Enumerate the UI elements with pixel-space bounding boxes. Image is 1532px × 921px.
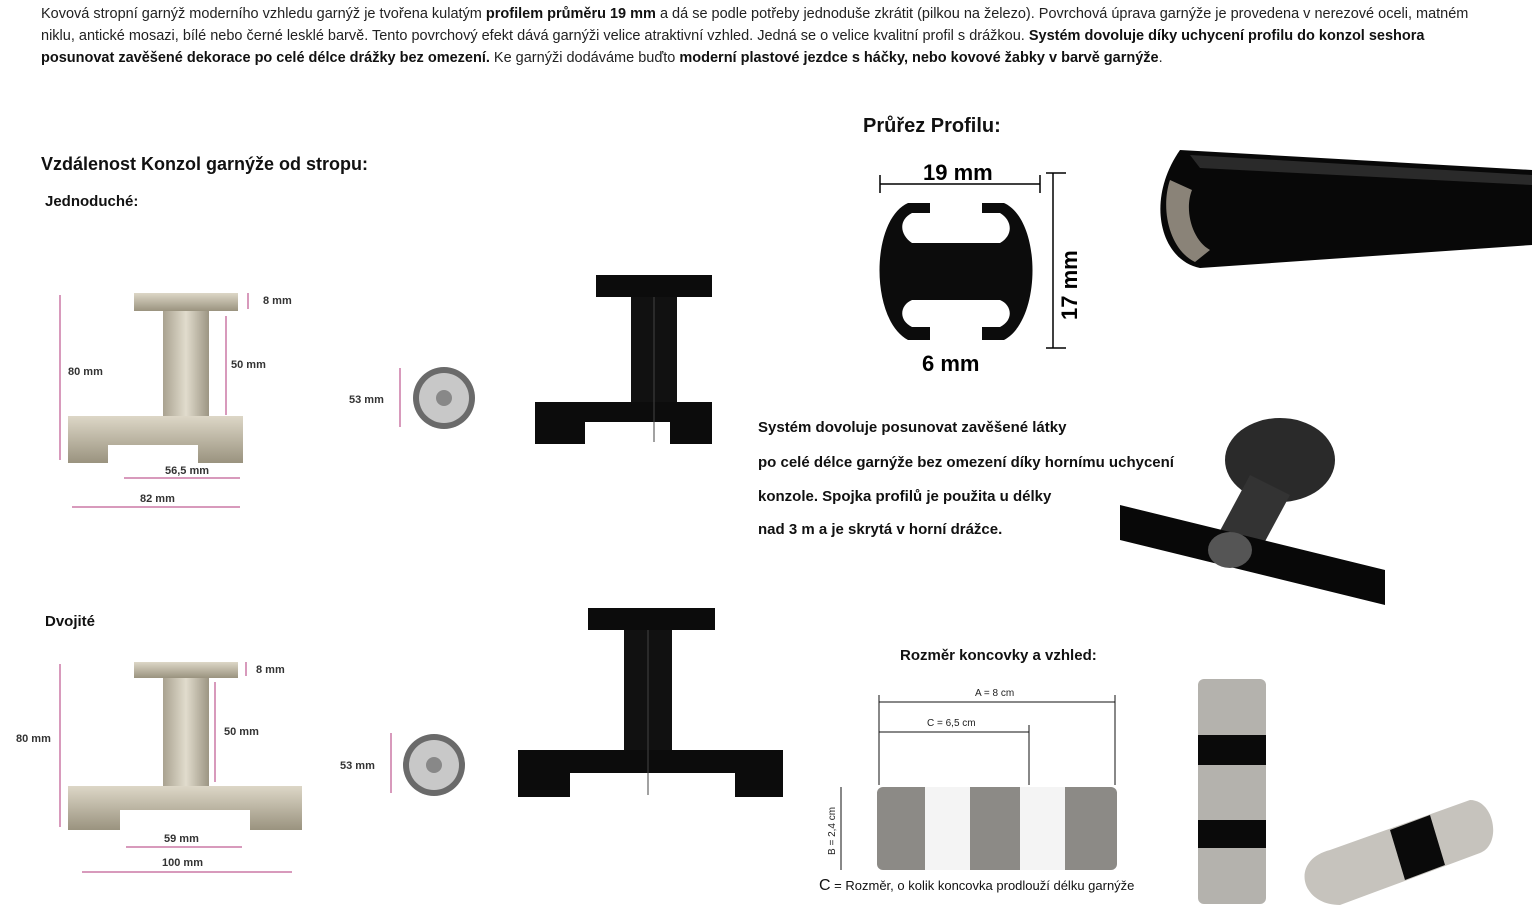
intro-bold-2: Systém dovoluje díky uchycení profilu do… <box>41 28 1425 66</box>
endcap-photos <box>1198 679 1494 905</box>
single-dim-top: 8 mm <box>263 295 292 307</box>
double-dim-height: 80 mm <box>16 733 51 745</box>
endcap-heading: Rozměr koncovky a vzhled: <box>900 647 1097 664</box>
single-label: Jednoduché: <box>45 193 139 210</box>
system-text-line-3: konzole. Spojka profilů je použita u dél… <box>758 488 1052 505</box>
single-dim-inner: 56,5 mm <box>165 465 209 477</box>
double-plate-drawing: 53 mm <box>340 733 465 796</box>
intro-bold-3: moderní plastové jezdce s háčky, nebo ko… <box>679 50 1159 66</box>
profile-width-label: 19 mm <box>923 160 993 185</box>
system-text-line-1: Systém dovoluje posunovat zavěšené látky <box>758 419 1067 436</box>
endcap-note: C = Rozměr, o kolik koncovka prodlouží d… <box>819 877 1134 895</box>
single-plate-drawing: 53 mm <box>349 367 475 429</box>
endcap-b-label: B = 2,4 cm <box>827 807 838 855</box>
profile-rod-photo <box>1160 150 1532 268</box>
single-dim-width: 82 mm <box>140 493 175 505</box>
system-text-line-2: po celé délce garnýže bez omezení díky h… <box>758 454 1174 471</box>
intro-bold-1: profilem průměru 19 mm <box>485 6 656 22</box>
endcap-note-text: = Rozměr, o kolik koncovka prodlouží dél… <box>830 878 1135 893</box>
single-bracket-drawing: 8 mm 80 mm 50 mm 56,5 mm 82 mm <box>59 293 292 508</box>
single-black-bracket <box>535 275 712 444</box>
endcap-note-letter: C <box>819 877 831 894</box>
profile-cross-section: 19 mm 17 mm 6 mm <box>879 160 1082 376</box>
endcap-dimension-drawing: A = 8 cm C = 6,5 cm B = 2,4 cm <box>827 688 1117 870</box>
double-dim-plate: 53 mm <box>340 760 375 772</box>
intro-text-3: Ke garnýži dodáváme buďto <box>489 50 680 66</box>
endcap-c-label: C = 6,5 cm <box>927 718 976 729</box>
system-text-line-4: nad 3 m a je skrytá v horní drážce. <box>758 521 1003 538</box>
double-dim-inner: 59 mm <box>164 833 199 845</box>
bracket-rod-photo <box>1120 418 1385 605</box>
profile-heading: Průřez Profilu: <box>863 115 1001 137</box>
intro-text-2: a dá se podle potřeby jednoduše zkrátit … <box>41 6 1469 44</box>
profile-slot-label: 6 mm <box>922 351 979 376</box>
bracket-distance-heading: Vzdálenost Konzol garnýže od stropu: <box>41 154 369 174</box>
profile-height-label: 17 mm <box>1057 250 1082 320</box>
double-label: Dvojité <box>45 613 96 630</box>
intro-paragraph: Kovová stropní garnýž moderního vzhledu … <box>41 3 1491 69</box>
intro-text-4: . <box>1158 50 1163 66</box>
single-dim-plate: 53 mm <box>349 394 384 406</box>
single-dim-stem: 50 mm <box>231 359 266 371</box>
double-dim-top: 8 mm <box>256 664 285 676</box>
single-dim-height: 80 mm <box>68 366 103 378</box>
double-dim-width: 100 mm <box>162 857 203 869</box>
endcap-a-label: A = 8 cm <box>975 688 1014 699</box>
double-dim-stem: 50 mm <box>224 726 259 738</box>
double-bracket-drawing: 8 mm 80 mm 50 mm 59 mm 100 mm <box>16 662 302 873</box>
intro-text-1: Kovová stropní garnýž moderního vzhledu … <box>41 6 486 22</box>
double-black-bracket <box>518 608 783 797</box>
